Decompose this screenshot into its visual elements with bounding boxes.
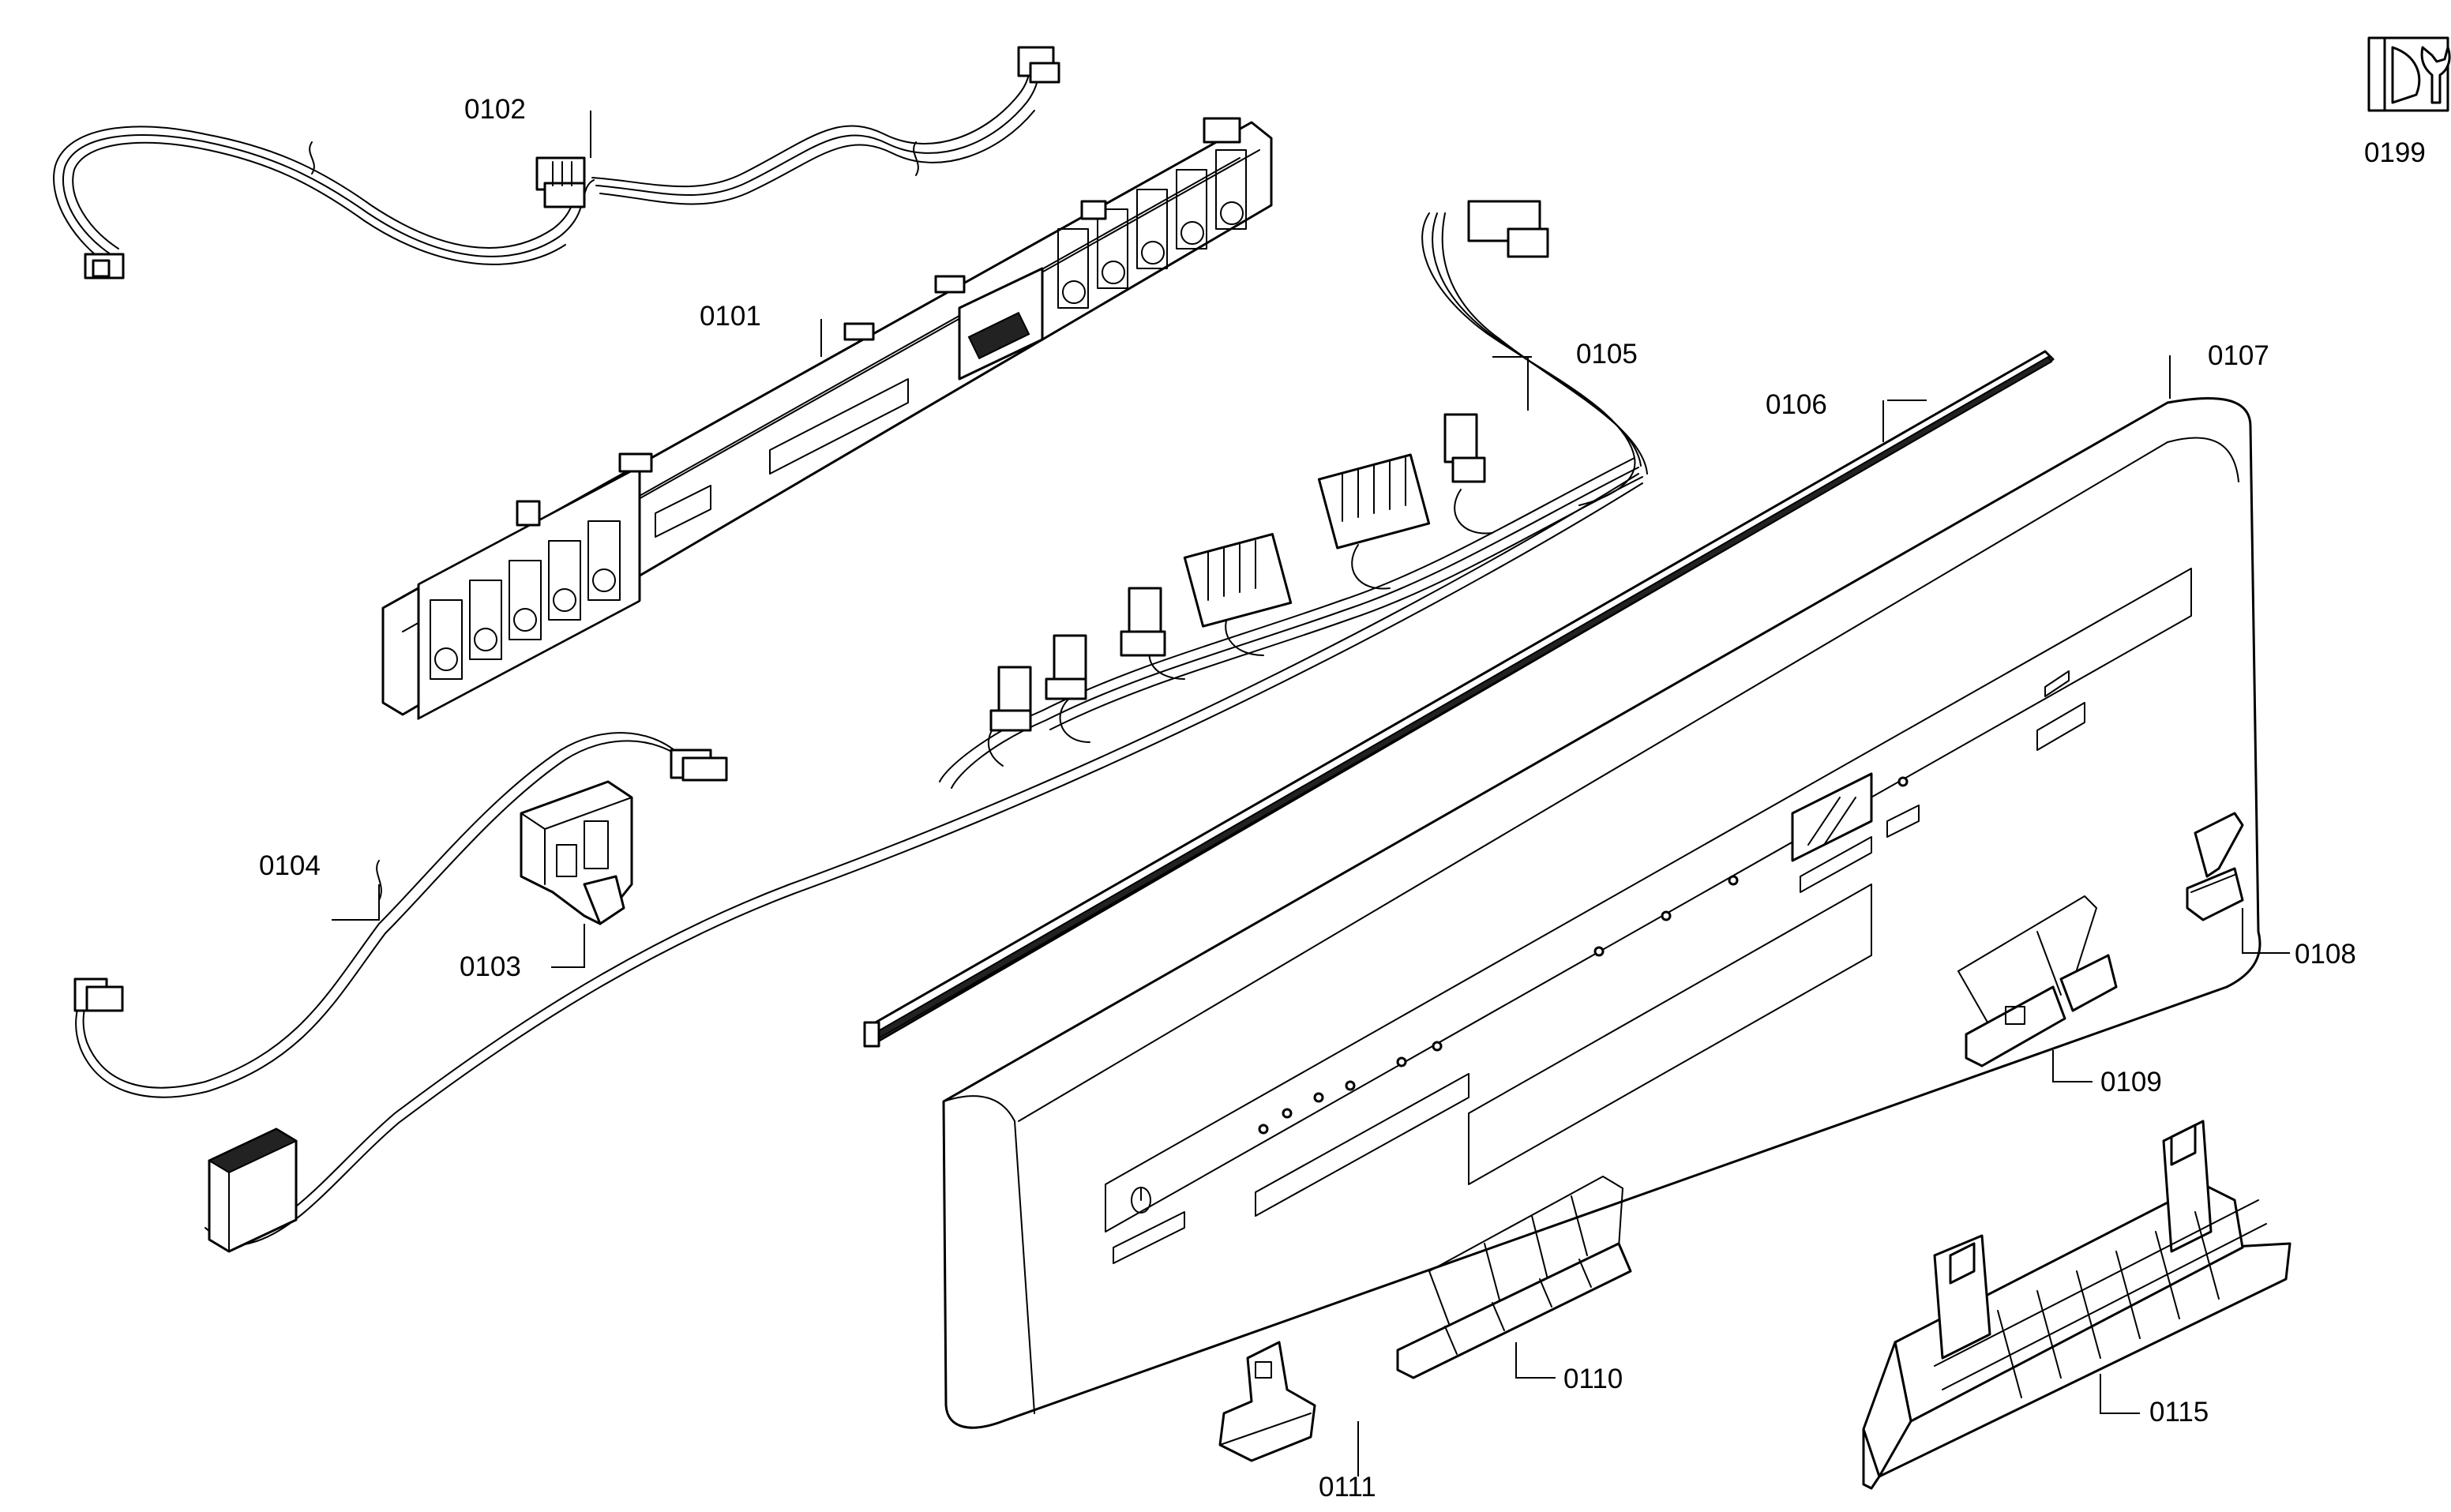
seal-strip-0106 <box>863 350 2055 1048</box>
wrench-service-icon <box>2367 36 2451 112</box>
callout-0109: 0109 <box>2100 1067 2162 1097</box>
leader-lines <box>332 111 2290 1476</box>
callout-0101: 0101 <box>700 301 761 332</box>
callout-0110: 0110 <box>1563 1364 1623 1394</box>
callout-0111: 0111 <box>1319 1472 1376 1503</box>
callout-0115: 0115 <box>2149 1397 2209 1428</box>
callout-0104: 0104 <box>259 850 321 881</box>
control-board-0101 <box>381 117 1273 720</box>
front-panel-0107 <box>942 396 2261 1429</box>
latch-0111 <box>1218 1341 1316 1462</box>
callout-0103: 0103 <box>460 951 521 982</box>
callout-0106: 0106 <box>1766 389 1827 420</box>
callout-0102: 0102 <box>464 94 526 125</box>
callout-0107: 0107 <box>2208 340 2269 371</box>
wire-harness-0105 <box>939 200 1648 789</box>
callout-0108: 0108 <box>2295 939 2356 970</box>
switch-bracket-0103 <box>520 780 633 925</box>
wire-harness-0102 <box>53 46 1060 280</box>
callout-0105: 0105 <box>1576 339 1638 370</box>
callout-labels: 0102 0101 0105 0106 0107 0104 0103 0108 … <box>259 94 2426 1503</box>
button-pair-0109 <box>1957 895 2118 1067</box>
lever-0108 <box>2186 812 2244 921</box>
callout-0199: 0199 <box>2364 137 2426 168</box>
button-row-0110 <box>1396 1176 1632 1379</box>
bracket-assembly-0115 <box>1862 1120 2291 1490</box>
wire-harness-0104 <box>73 473 1643 1253</box>
